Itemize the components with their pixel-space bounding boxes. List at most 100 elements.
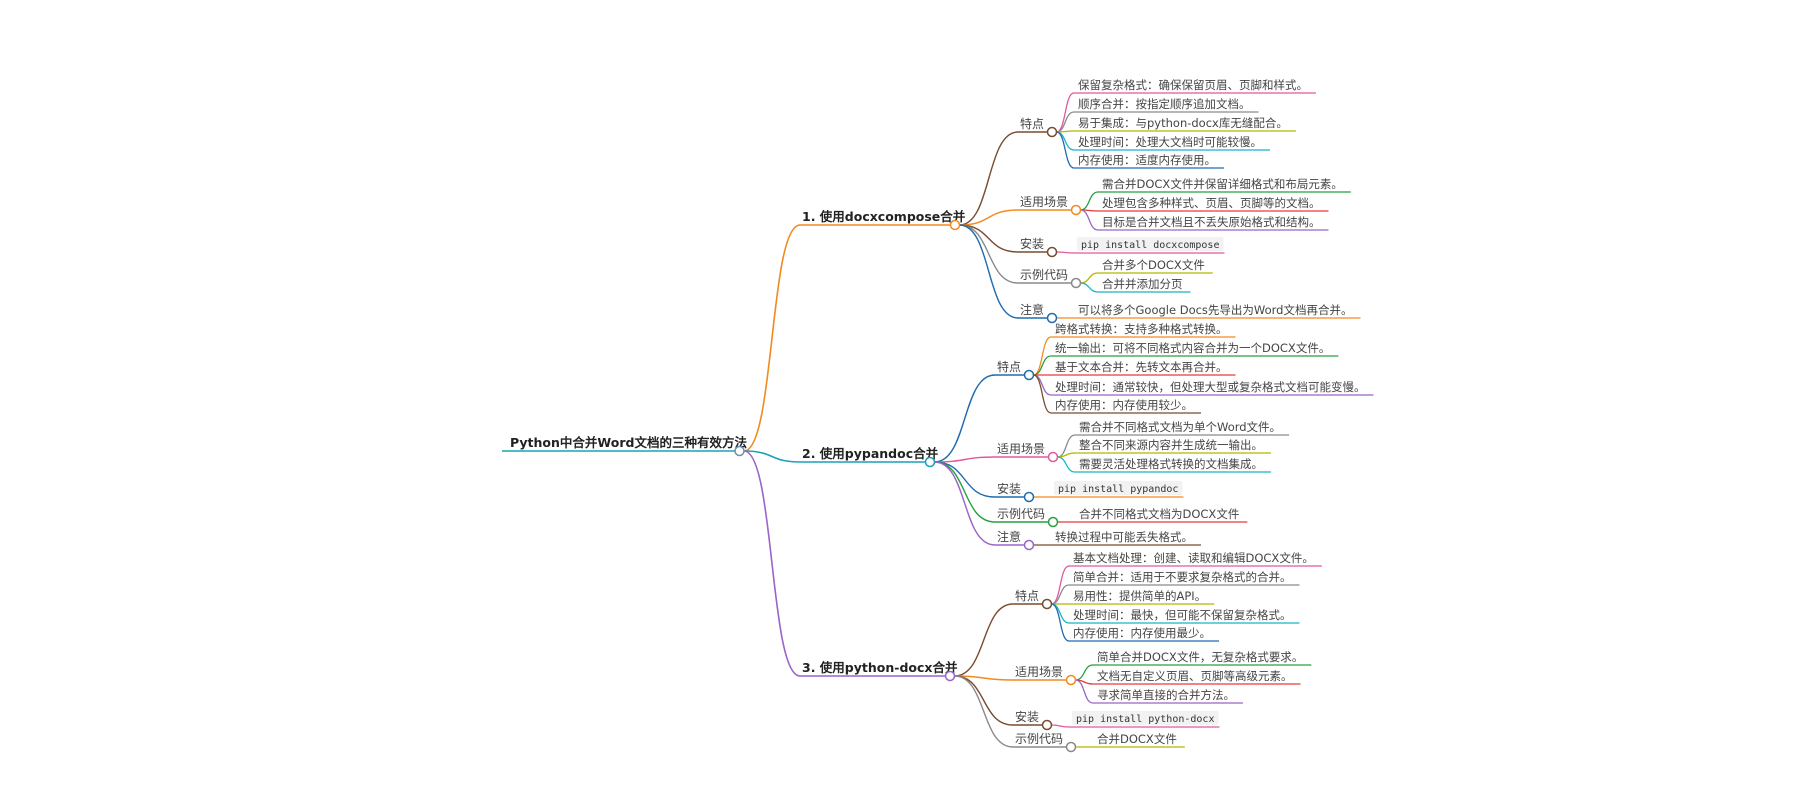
leaf-connector-3-1-5 — [1051, 603, 1070, 642]
category-collapse-handle-3-2[interactable] — [1065, 674, 1077, 686]
branch-topic-3[interactable]: 3. 使用python-docx合并 — [802, 660, 958, 675]
category-collapse-handle-2-3[interactable] — [1023, 491, 1035, 503]
category-connector-1-3 — [959, 224, 1019, 253]
leaf-item-1-1-2[interactable]: 顺序合并：按指定顺序追加文档。 — [1078, 97, 1251, 111]
leaf-item-3-2-3[interactable]: 寻求简单直接的合并方法。 — [1097, 688, 1235, 702]
branch-collapse-handle-1[interactable] — [949, 219, 961, 231]
root-topic[interactable]: Python中合并Word文档的三种有效方法 — [510, 435, 747, 450]
category-connector-2-1 — [934, 374, 996, 463]
leaf-item-2-1-5[interactable]: 内存使用：内存使用较少。 — [1055, 398, 1193, 412]
leaf-item-2-1-1[interactable]: 跨格式转换：支持多种格式转换。 — [1055, 322, 1228, 336]
category-label-1-1[interactable]: 特点 — [1020, 116, 1044, 131]
category-collapse-handle-1-4[interactable] — [1070, 277, 1082, 289]
leaf-connector-2-2-2 — [1057, 452, 1076, 458]
branch-collapse-handle-2[interactable] — [924, 456, 936, 468]
category-label-1-3[interactable]: 安装 — [1020, 236, 1044, 251]
leaf-item-3-1-4[interactable]: 处理时间：最快，但可能不保留复杂格式。 — [1073, 608, 1292, 622]
category-label-1-2[interactable]: 适用场景 — [1020, 195, 1068, 209]
category-label-3-4[interactable]: 示例代码 — [1015, 732, 1063, 746]
install-command-background-1 — [1077, 237, 1224, 251]
category-connector-3-1 — [954, 603, 1014, 677]
branch-topic-1[interactable]: 1. 使用docxcompose合并 — [802, 209, 966, 224]
leaf-item-2-4-1[interactable]: 合并不同格式文档为DOCX文件 — [1079, 507, 1239, 521]
install-command-3[interactable]: pip install python-docx — [1076, 714, 1214, 725]
leaf-item-1-1-1[interactable]: 保留复杂格式：确保保留页眉、页脚和样式。 — [1078, 78, 1308, 92]
leaf-connector-1-3-1 — [1056, 251, 1075, 254]
category-label-1-5[interactable]: 注意 — [1020, 302, 1044, 317]
leaf-connector-2-1-5 — [1033, 374, 1052, 414]
leaf-item-3-2-1[interactable]: 简单合并DOCX文件，无复杂格式要求。 — [1097, 650, 1303, 664]
leaf-item-3-4-1[interactable]: 合并DOCX文件 — [1097, 732, 1177, 746]
branch-connector-1 — [743, 224, 801, 452]
leaf-item-1-4-2[interactable]: 合并并添加分页 — [1102, 277, 1183, 291]
leaf-item-1-5-1[interactable]: 可以将多个Google Docs先导出为Word文档再合并。 — [1078, 303, 1352, 317]
category-label-2-3[interactable]: 安装 — [997, 481, 1021, 496]
category-connector-2-4 — [934, 461, 996, 523]
category-collapse-handle-2-1[interactable] — [1023, 369, 1035, 381]
leaf-item-2-5-1[interactable]: 转换过程中可能丢失格式。 — [1055, 530, 1193, 544]
category-label-2-4[interactable]: 示例代码 — [997, 507, 1045, 521]
branch-collapse-handle-3[interactable] — [944, 670, 956, 682]
category-collapse-handle-3-3[interactable] — [1041, 719, 1053, 731]
leaf-item-3-2-2[interactable]: 文档无自定义页眉、页脚等高级元素。 — [1097, 669, 1293, 683]
leaf-connector-3-2-1 — [1075, 664, 1094, 681]
category-label-2-1[interactable]: 特点 — [997, 359, 1021, 374]
leaf-connector-1-4-2 — [1080, 282, 1099, 293]
leaf-connector-3-1-1 — [1051, 565, 1070, 605]
category-connector-1-4 — [959, 224, 1019, 284]
install-command-2[interactable]: pip install pypandoc — [1058, 484, 1178, 495]
leaf-connector-3-3-1 — [1051, 724, 1070, 728]
category-collapse-handle-2-2[interactable] — [1047, 451, 1059, 463]
leaf-item-1-4-1[interactable]: 合并多个DOCX文件 — [1102, 258, 1205, 272]
leaf-connector-1-4-1 — [1080, 272, 1099, 284]
category-connector-2-2 — [934, 456, 996, 463]
category-label-2-5[interactable]: 注意 — [997, 529, 1021, 544]
leaf-item-2-2-3[interactable]: 需要灵活处理格式转换的文档集成。 — [1079, 457, 1263, 471]
leaf-item-1-1-3[interactable]: 易于集成：与python-docx库无缝配合。 — [1078, 116, 1288, 130]
leaf-item-2-1-3[interactable]: 基于文本合并：先转文本再合并。 — [1055, 360, 1228, 374]
install-command-background-3 — [1072, 711, 1219, 725]
category-label-3-2[interactable]: 适用场景 — [1015, 665, 1063, 679]
mind-map-edges — [502, 92, 1374, 748]
category-connector-3-4 — [954, 675, 1014, 748]
leaf-item-1-2-2[interactable]: 处理包含多种样式、页眉、页脚等的文档。 — [1102, 196, 1321, 210]
category-collapse-handle-3-4[interactable] — [1065, 741, 1077, 753]
leaf-connector-1-1-1 — [1056, 92, 1075, 133]
category-collapse-handle-1-5[interactable] — [1046, 312, 1058, 324]
leaf-item-3-1-5[interactable]: 内存使用：内存使用最少。 — [1073, 626, 1211, 640]
leaf-item-2-2-2[interactable]: 整合不同来源内容并生成统一输出。 — [1079, 438, 1263, 452]
leaf-connector-1-2-1 — [1080, 191, 1099, 211]
leaf-item-3-1-3[interactable]: 易用性：提供简单的API。 — [1073, 589, 1206, 603]
leaf-item-2-1-2[interactable]: 统一输出：可将不同格式内容合并为一个DOCX文件。 — [1055, 341, 1330, 355]
category-collapse-handle-1-2[interactable] — [1070, 204, 1082, 216]
category-collapse-handle-1-1[interactable] — [1046, 126, 1058, 138]
leaf-item-1-2-3[interactable]: 目标是合并文档且不丢失原始格式和结构。 — [1102, 215, 1321, 229]
category-collapse-handle-2-5[interactable] — [1023, 539, 1035, 551]
mind-map-nodes: Python中合并Word文档的三种有效方法 1. 使用docxcompose合… — [510, 78, 1366, 753]
leaf-item-1-1-5[interactable]: 内存使用：适度内存使用。 — [1078, 153, 1216, 167]
leaf-item-1-2-1[interactable]: 需合并DOCX文件并保留详细格式和布局元素。 — [1102, 177, 1343, 191]
category-label-2-2[interactable]: 适用场景 — [997, 442, 1045, 456]
category-connector-1-2 — [959, 209, 1019, 226]
leaf-connector-2-2-3 — [1057, 456, 1076, 473]
branch-connector-3 — [743, 450, 801, 677]
category-connector-3-2 — [954, 675, 1014, 681]
branch-topic-2[interactable]: 2. 使用pypandoc合并 — [802, 446, 939, 461]
category-label-1-4[interactable]: 示例代码 — [1020, 268, 1068, 282]
category-label-3-1[interactable]: 特点 — [1015, 588, 1039, 603]
category-collapse-handle-2-4[interactable] — [1047, 516, 1059, 528]
category-label-3-3[interactable]: 安装 — [1015, 709, 1039, 724]
category-connector-1-5 — [959, 224, 1019, 319]
leaf-item-3-1-1[interactable]: 基本文档处理：创建、读取和编辑DOCX文件。 — [1073, 551, 1314, 565]
root-collapse-handle[interactable] — [734, 445, 745, 457]
leaf-item-1-1-4[interactable]: 处理时间：处理大文档时可能较慢。 — [1078, 135, 1262, 149]
category-collapse-handle-1-3[interactable] — [1046, 246, 1058, 258]
category-collapse-handle-3-1[interactable] — [1041, 598, 1053, 610]
install-command-1[interactable]: pip install docxcompose — [1081, 240, 1219, 251]
leaf-item-2-2-1[interactable]: 需合并不同格式文档为单个Word文件。 — [1079, 420, 1281, 434]
leaf-connector-1-2-3 — [1080, 209, 1099, 231]
leaf-item-3-1-2[interactable]: 简单合并：适用于不要求复杂格式的合并。 — [1073, 570, 1292, 584]
leaf-item-2-1-4[interactable]: 处理时间：通常较快，但处理大型或复杂格式文档可能变慢。 — [1055, 380, 1366, 394]
branch-connector-2 — [743, 450, 801, 463]
